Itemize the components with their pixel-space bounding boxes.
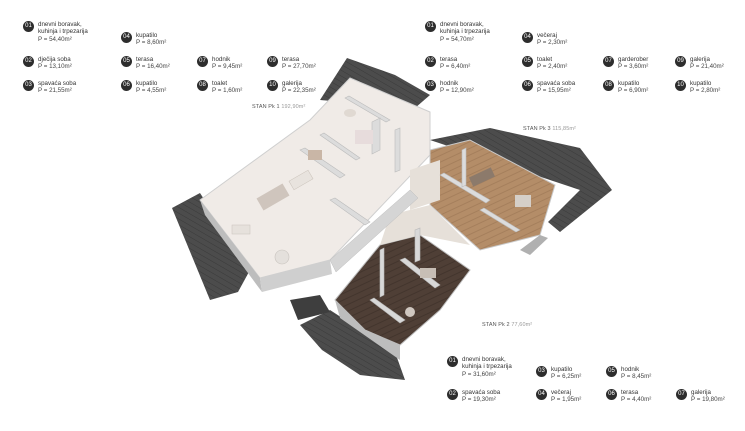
room-number-badge: 07 [197,56,208,67]
room-number-badge: 07 [676,389,687,400]
room-number-badge: 02 [425,56,436,67]
room-number-badge: 03 [23,80,34,91]
room-number-badge: 04 [522,32,533,43]
room-number-badge: 05 [121,56,132,67]
room-number-badge: 10 [267,80,278,91]
room-number-badge: 09 [267,56,278,67]
room-number-badge: 02 [447,389,458,400]
apartment-pk1-model [199,77,431,292]
room-number-badge: 06 [121,80,132,91]
apartment-pk2-model [334,205,471,360]
room-number-badge: 04 [536,389,547,400]
room-number-badge: 03 [536,366,547,377]
room-number-badge: 01 [447,356,458,367]
room-number-badge: 08 [197,80,208,91]
room-number-badge: 06 [522,80,533,91]
apartment-label-pk3: STAN Pk 3 115,85m² [523,126,576,132]
room-number-badge: 03 [425,80,436,91]
room-number-badge: 04 [121,32,132,43]
room-number-badge: 08 [603,80,614,91]
room-number-badge: 01 [425,21,436,32]
room-number-badge: 05 [522,56,533,67]
room-number-badge: 06 [606,389,617,400]
apartment-pk3-model [410,139,556,255]
room-number-badge: 05 [606,366,617,377]
room-number-badge: 10 [675,80,686,91]
room-number-badge: 01 [23,21,34,32]
apartment-label-pk1: STAN Pk 1 192,90m² [252,104,306,110]
room-number-badge: 02 [23,56,34,67]
room-number-badge: 07 [603,56,614,67]
apartment-label-pk2: STAN Pk 2 77,60m² [482,322,533,328]
room-number-badge: 09 [675,56,686,67]
